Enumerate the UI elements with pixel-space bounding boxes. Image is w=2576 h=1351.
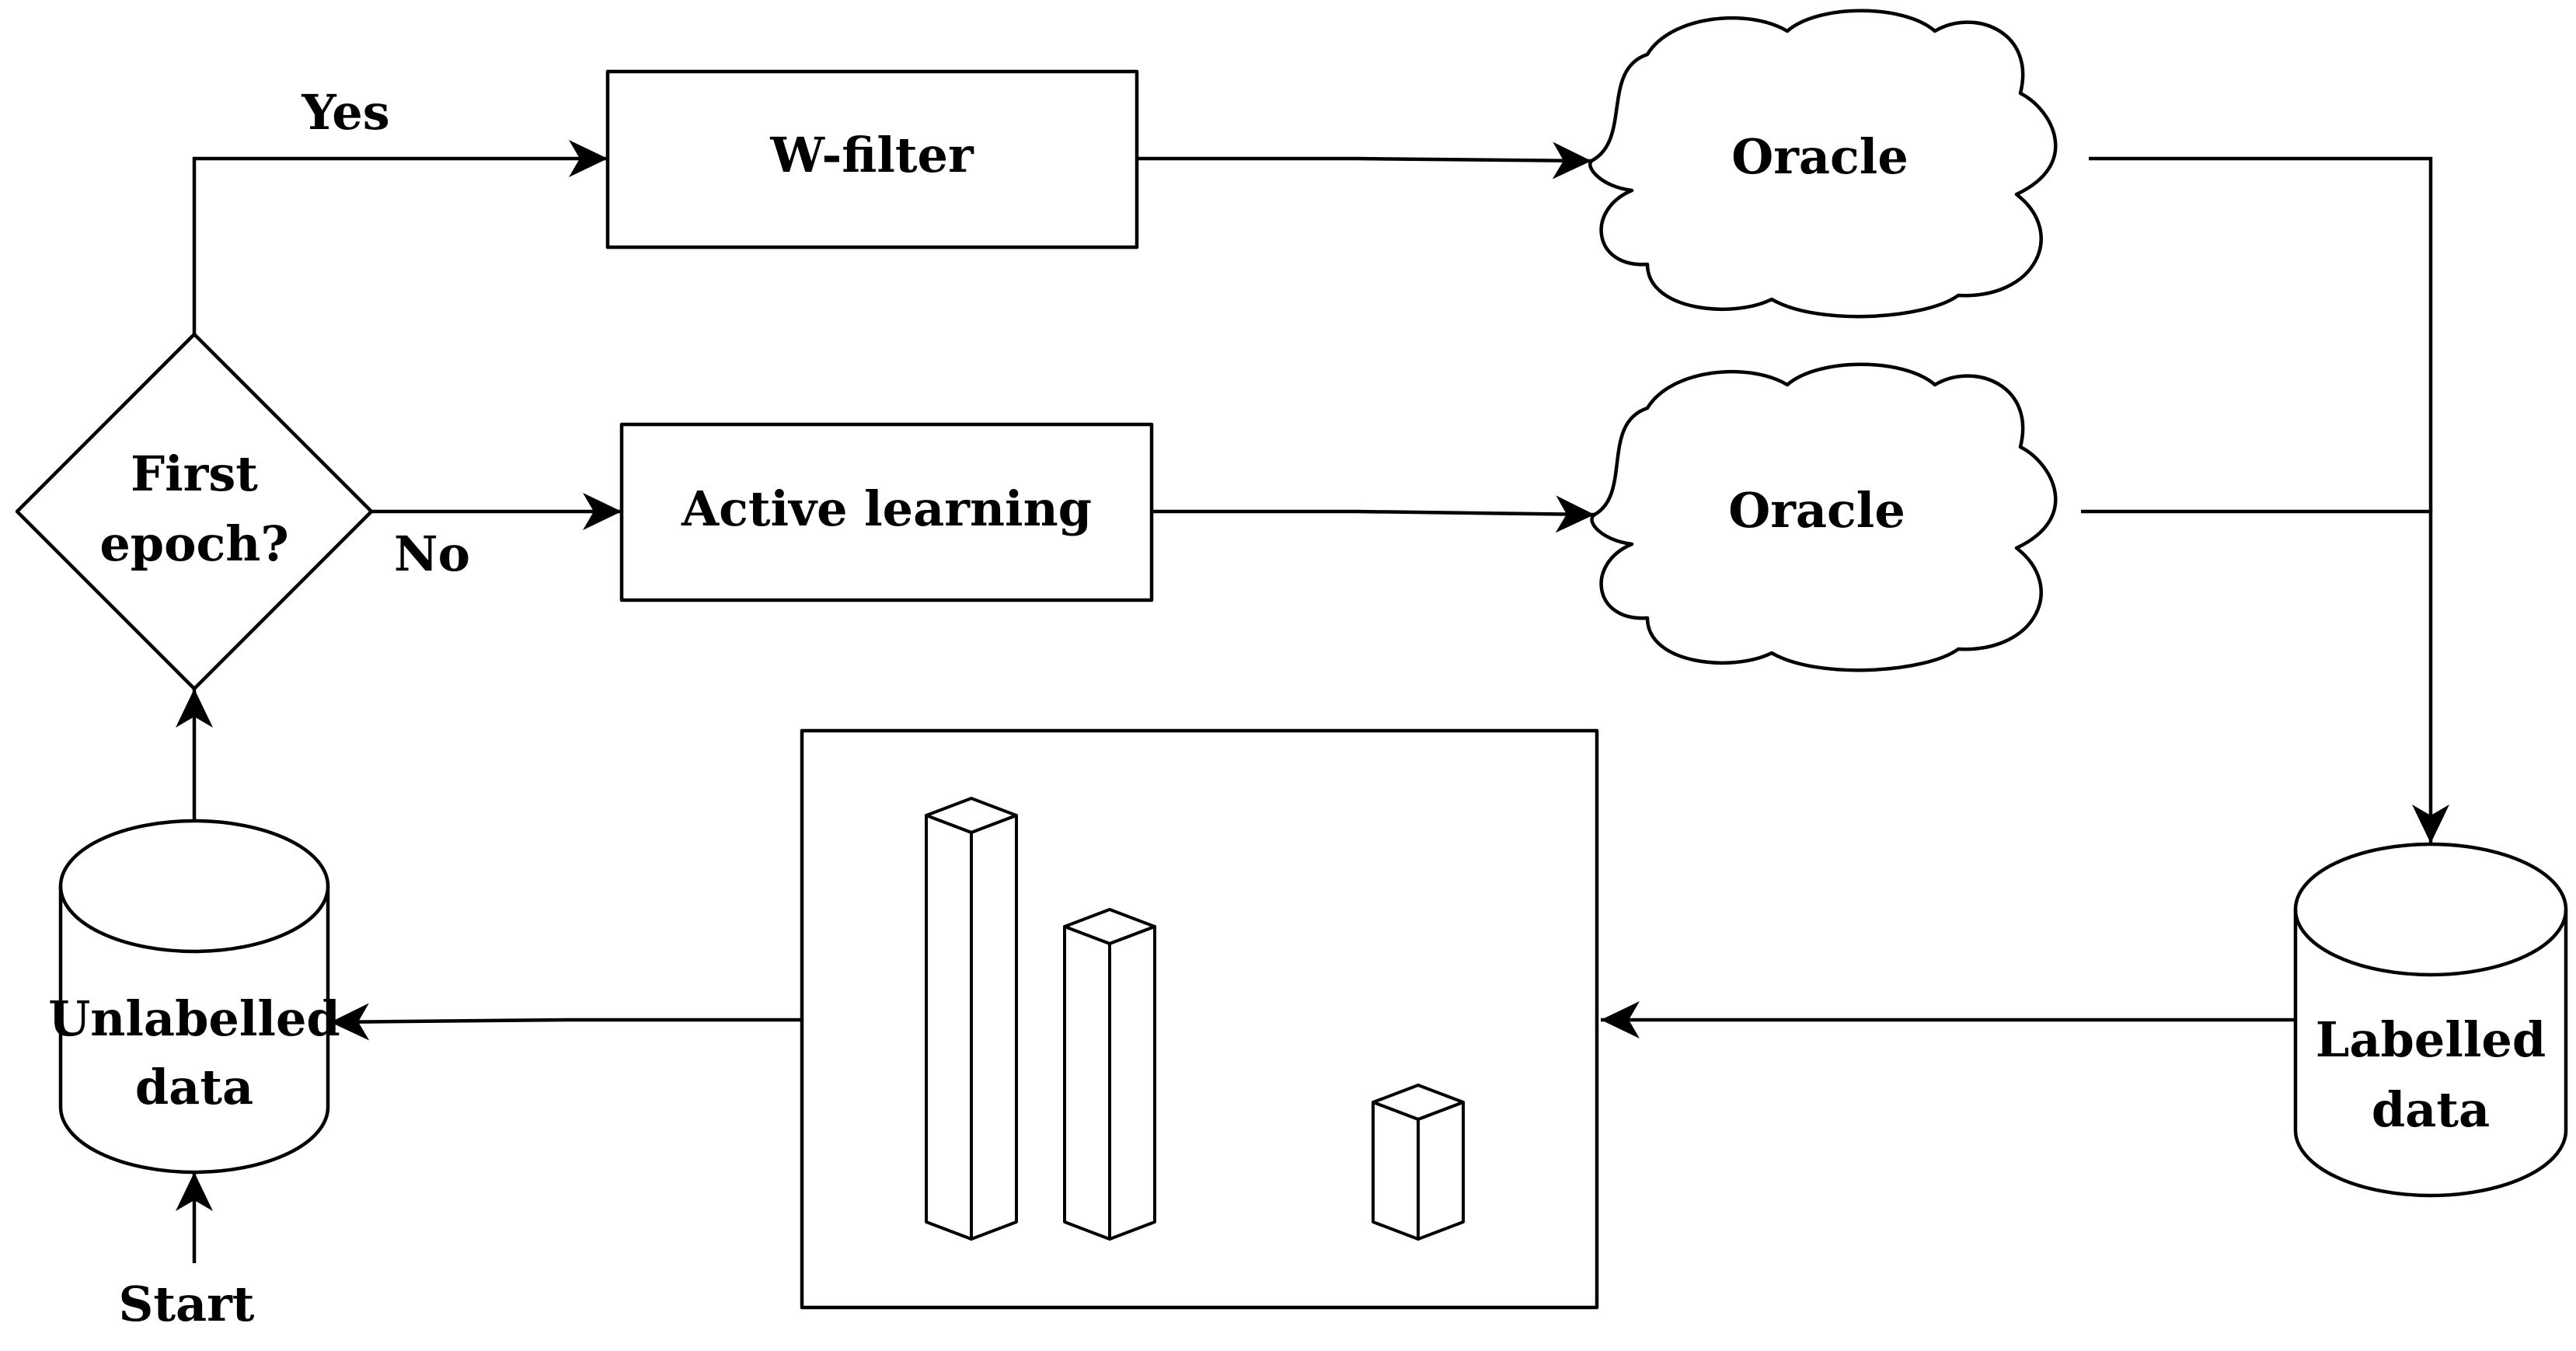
oracle-bottom-label: Oracle xyxy=(1728,482,1905,539)
model-bar-medium xyxy=(1063,908,1156,1241)
labelled-label-line1: Labelled xyxy=(2316,1011,2546,1068)
edge-w-filter-to-oracle xyxy=(1137,141,1592,180)
unlabelled-label-line1: Unlabelled xyxy=(48,990,340,1047)
edge-oracle-top-to-bus xyxy=(2089,156,2433,511)
labelled-data-cylinder: Labelled data xyxy=(2293,842,2568,1198)
start-label: Start xyxy=(119,1276,255,1332)
labelled-label-line2: data xyxy=(2372,1081,2490,1138)
w-filter-box: W-filter xyxy=(605,69,1139,250)
edge-active-learning-to-oracle xyxy=(1152,495,1595,533)
unlabelled-data-cylinder: Unlabelled data xyxy=(48,819,340,1175)
edge-label-yes: Yes xyxy=(301,84,389,141)
model-bar-tall xyxy=(925,797,1018,1241)
model-bar-short xyxy=(1372,1084,1465,1241)
oracle-bottom-cloud: Oracle xyxy=(1590,362,2058,672)
edge-label-no: No xyxy=(394,525,470,582)
decision-first-epoch: First epoch? xyxy=(15,332,374,691)
edge-model-to-unlabelled xyxy=(329,1003,802,1041)
oracle-top-label: Oracle xyxy=(1731,128,1908,185)
active-learning-box: Active learning xyxy=(619,422,1154,602)
edge-yes-to-w-filter xyxy=(192,140,608,334)
active-learning-label: Active learning xyxy=(681,480,1092,537)
decision-label-line2: epoch? xyxy=(99,515,288,572)
edge-oracle-bottom-to-labelled-data xyxy=(2081,509,2449,843)
model-box xyxy=(800,728,1599,1310)
oracle-top-cloud: Oracle xyxy=(1588,9,2058,319)
decision-label-line1: First xyxy=(131,445,258,502)
w-filter-label: W-filter xyxy=(769,127,974,183)
unlabelled-label-line2: data xyxy=(135,1059,253,1115)
